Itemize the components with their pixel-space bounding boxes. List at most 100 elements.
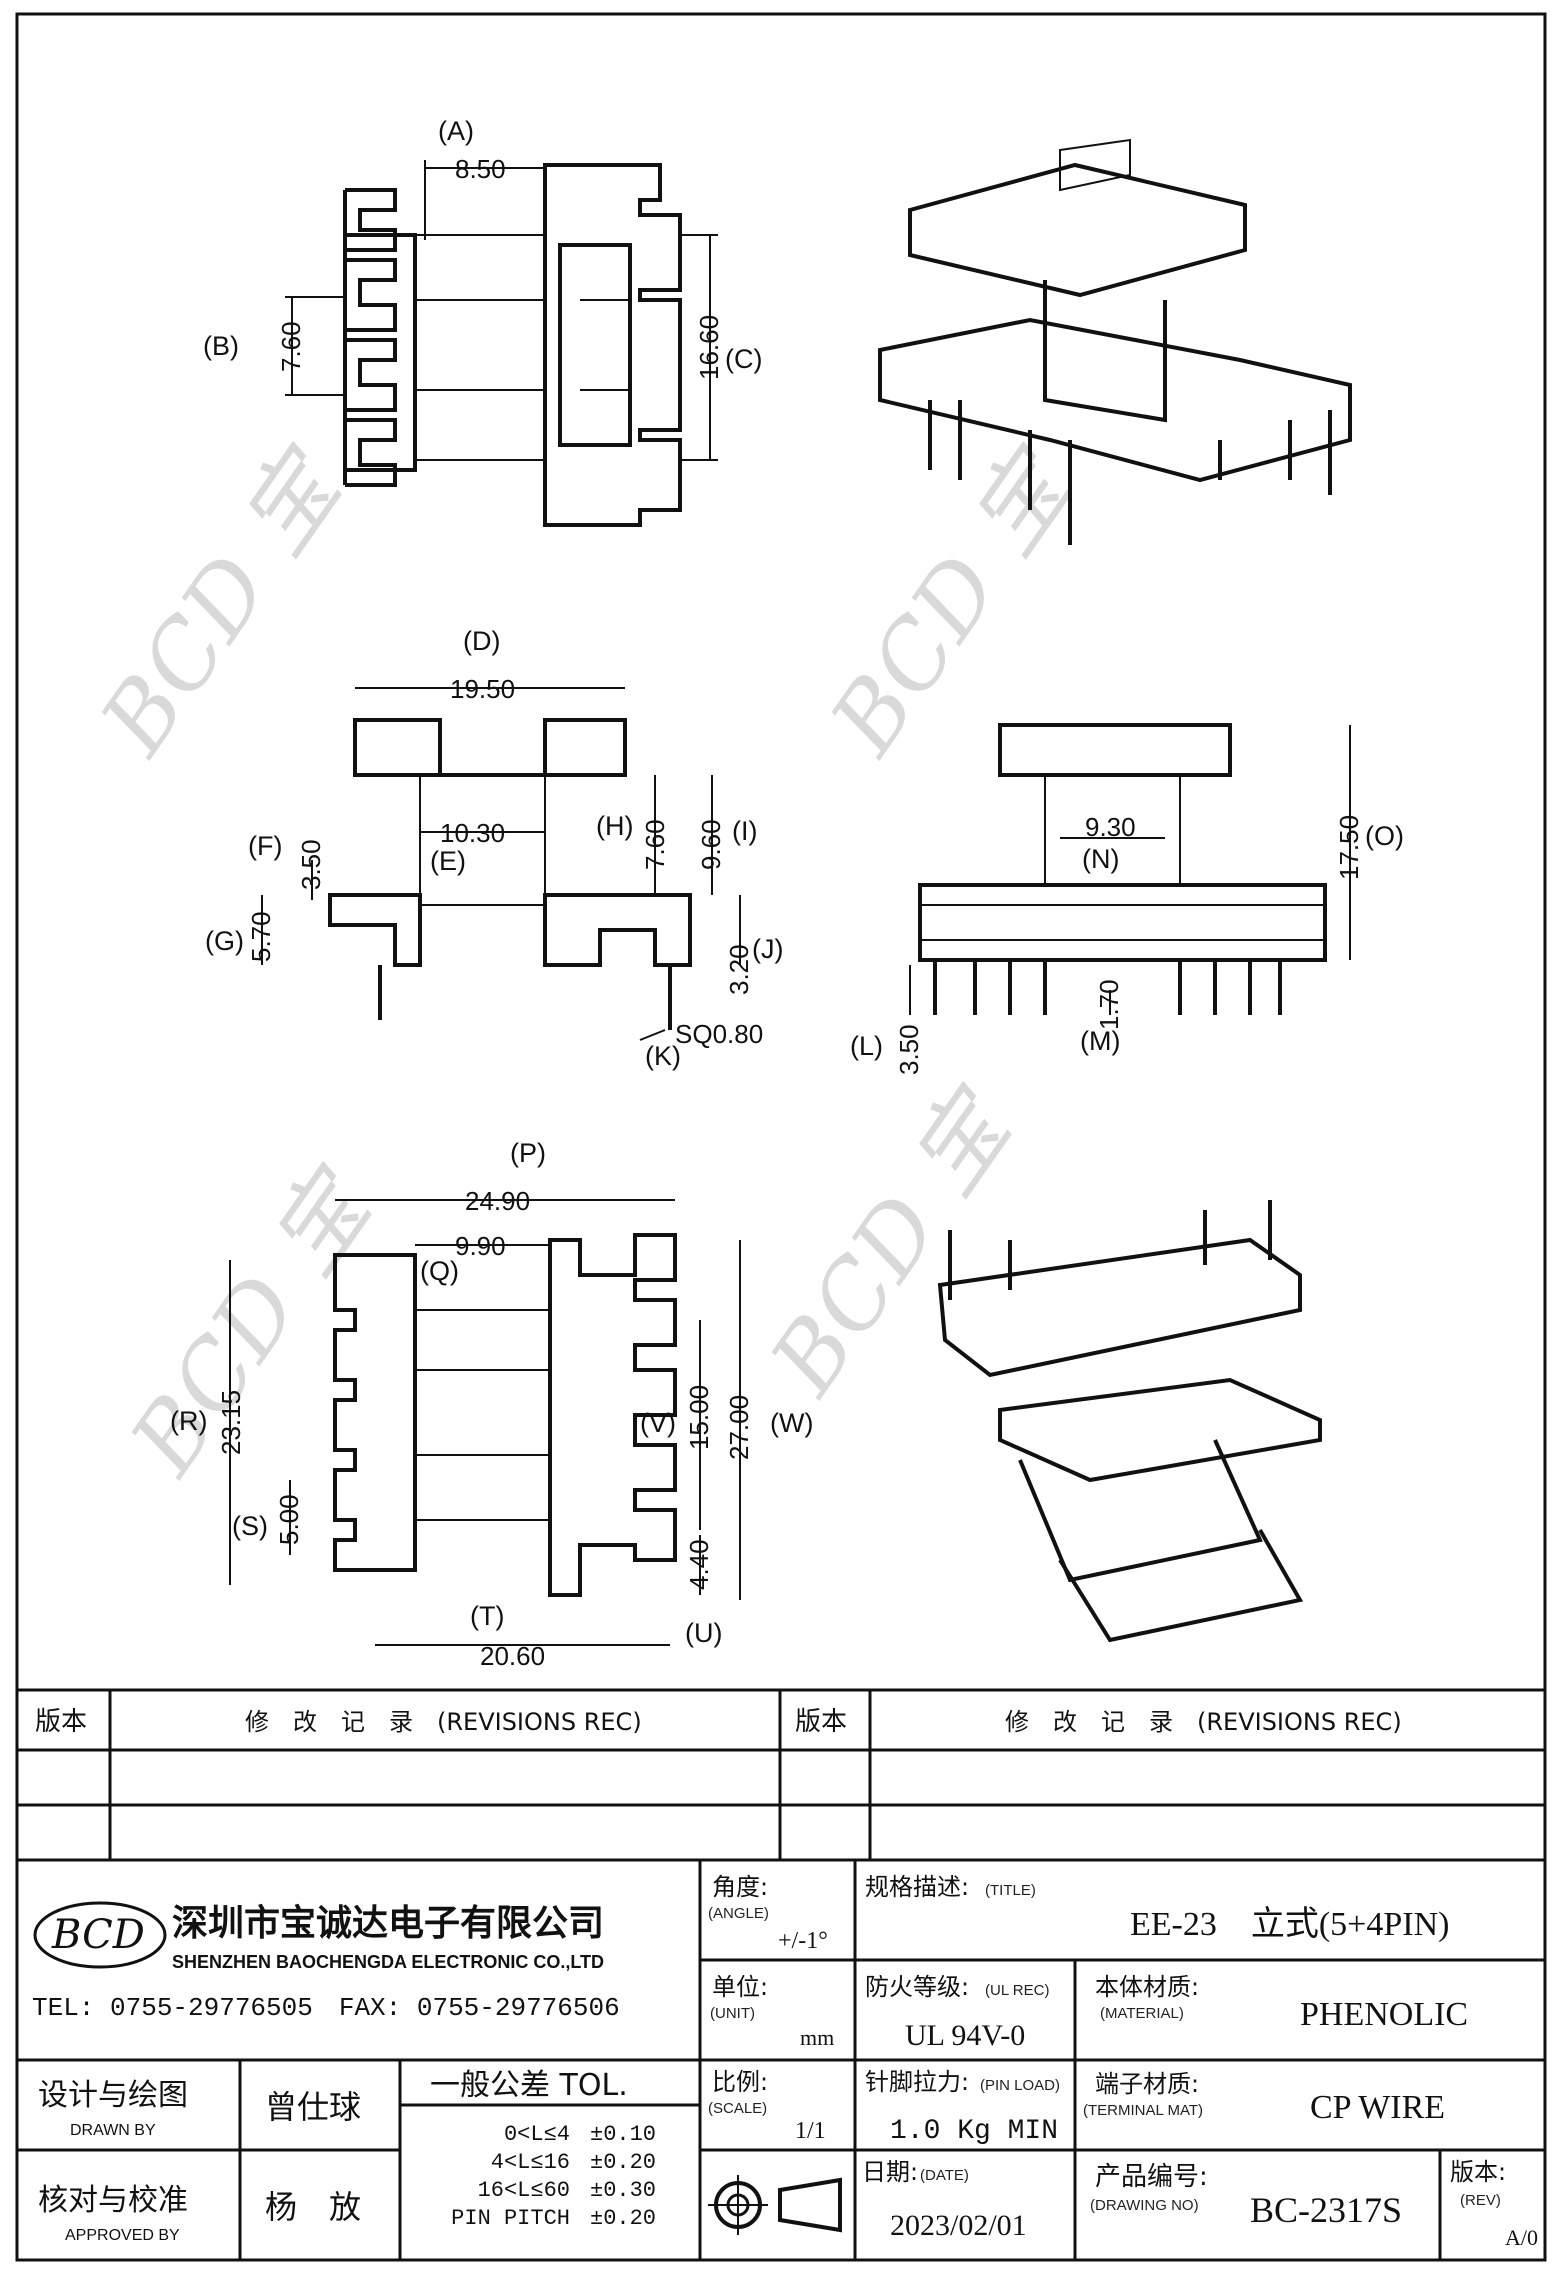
dim-P: 24.90	[465, 1186, 530, 1216]
top-view	[343, 163, 682, 527]
company-tel-fax: TEL: 0755-29776505 FAX: 0755-29776506	[32, 1993, 620, 2023]
dim-E: 10.30	[440, 818, 505, 848]
ul-label: 防火等级:	[865, 1973, 969, 2001]
angle-label-en: (ANGLE)	[708, 1905, 769, 1922]
iso-view-bottom	[937, 1200, 1322, 1643]
bottom-view-dims: (P) 24.90 9.90 (Q) (R) 23.15 (S) 5.00 (T…	[170, 1138, 813, 1671]
tol-range-2: 4<L≤16	[491, 2150, 570, 2175]
dim-J: 3.20	[724, 944, 754, 995]
dim-U: 4.40	[684, 1539, 714, 1590]
material-label-en: (MATERIAL)	[1100, 2005, 1184, 2022]
dim-letter-P: (P)	[510, 1138, 546, 1168]
rev-col-record-right: 修 改 记 录 (REVISIONS REC)	[1005, 1708, 1402, 1736]
title-value: EE-23 立式(5+4PIN)	[1130, 1905, 1449, 1943]
company-name-cn: 深圳市宝诚达电子有限公司	[172, 1903, 604, 1944]
company-block: BCD 深圳市宝诚达电子有限公司 SHENZHEN BAOCHENGDA ELE…	[32, 1901, 620, 2023]
title-label: 规格描述:	[865, 1873, 969, 1901]
side-view-dims: (D) 19.50 10.30 (E) (F) 3.50 (G) 5.70 (H…	[205, 626, 783, 1071]
tol-value-1: ±0.10	[590, 2122, 656, 2147]
dim-letter-M: (M)	[1080, 1026, 1120, 1056]
svg-text:BCD: BCD	[51, 1912, 145, 1958]
unit-label-en: (UNIT)	[710, 2005, 755, 2022]
drawn-value: 曾仕球	[265, 2088, 361, 2126]
dim-letter-I: (I)	[732, 816, 757, 846]
rev-label-en: (REV)	[1460, 2192, 1501, 2209]
front-view	[918, 723, 1327, 1015]
dim-F: 3.50	[296, 839, 326, 890]
dim-letter-Q: (Q)	[420, 1256, 459, 1286]
drawn-label: 设计与绘图	[38, 2078, 188, 2113]
dim-letter-B: (B)	[203, 331, 239, 361]
drawing-no-value: BC-2317S	[1250, 2190, 1402, 2230]
title-block	[17, 1860, 1545, 2260]
dim-D: 19.50	[450, 674, 515, 704]
ul-value: UL 94V-0	[905, 2019, 1025, 2052]
tolerance-list: 0<L≤4 ±0.10 4<L≤16 ±0.20 16<L≤60 ±0.30 P…	[451, 2122, 656, 2231]
rev-col-version-left: 版本	[35, 1707, 87, 1737]
dim-A: 8.50	[455, 154, 506, 184]
scale-label: 比例:	[712, 2068, 768, 2096]
dim-letter-T: (T)	[470, 1601, 504, 1631]
dim-K: SQ0.80	[675, 1019, 763, 1049]
svg-text:BCD 宝: BCD 宝	[809, 430, 1095, 775]
tol-value-2: ±0.20	[590, 2150, 656, 2175]
dim-O: 17.50	[1334, 815, 1364, 880]
dim-letter-K: (K)	[645, 1041, 681, 1071]
dim-Q: 9.90	[455, 1231, 506, 1261]
dim-S: 5.00	[274, 1494, 304, 1545]
projection-symbol-icon	[708, 2175, 842, 2235]
rev-label: 版本:	[1450, 2158, 1506, 2186]
terminal-label: 端子材质:	[1095, 2070, 1199, 2098]
bottom-view	[333, 1233, 677, 1597]
scale-value: 1/1	[795, 2118, 826, 2144]
dim-letter-J: (J)	[752, 934, 783, 964]
material-value: PHENOLIC	[1300, 1996, 1468, 2033]
pin-load-value: 1.0 Kg MIN	[890, 2116, 1058, 2147]
dim-letter-E: (E)	[430, 846, 466, 876]
pin-load-label-en: (PIN LOAD)	[980, 2077, 1060, 2094]
dim-letter-H: (H)	[596, 811, 633, 841]
dim-letter-S: (S)	[232, 1511, 268, 1541]
dim-G: 5.70	[246, 911, 276, 962]
sheet-border	[15, 12, 1547, 2262]
iso-view-top	[878, 138, 1352, 545]
dim-V: 15.00	[684, 1385, 714, 1450]
dim-letter-R: (R)	[170, 1406, 207, 1436]
tol-value-4: ±0.20	[590, 2206, 656, 2231]
tol-range-1: 0<L≤4	[504, 2122, 570, 2147]
company-name-en: SHENZHEN BAOCHENGDA ELECTRONIC CO.,LTD	[172, 1952, 604, 1972]
rev-value: A/0	[1505, 2225, 1538, 2250]
svg-text:BCD 宝: BCD 宝	[79, 430, 365, 775]
dim-L: 3.50	[894, 1024, 924, 1075]
dim-B: 7.60	[276, 321, 306, 372]
dim-letter-D: (D)	[463, 626, 500, 656]
dim-letter-F: (F)	[248, 831, 282, 861]
rev-col-version-right: 版本	[795, 1707, 847, 1737]
tol-value-3: ±0.30	[590, 2178, 656, 2203]
dim-letter-O: (O)	[1365, 821, 1404, 851]
approved-value: 杨 放	[265, 2188, 361, 2226]
drawing-no-label: 产品编号:	[1095, 2162, 1208, 2192]
dim-letter-C: (C)	[725, 344, 762, 374]
terminal-value: CP WIRE	[1310, 2089, 1445, 2126]
top-view-dims: (A) 8.50 (B) 7.60 (C) 16.60	[203, 116, 762, 461]
dim-W: 27.00	[724, 1395, 754, 1460]
rev-col-record-left: 修 改 记 录 (REVISIONS REC)	[245, 1708, 642, 1736]
dim-letter-G: (G)	[205, 926, 244, 956]
dim-H: 7.60	[640, 819, 670, 870]
dim-C: 16.60	[694, 315, 724, 380]
drawn-label-en: DRAWN BY	[70, 2122, 156, 2139]
dim-M: 1.70	[1094, 979, 1124, 1030]
approved-label: 核对与校准	[38, 2183, 188, 2218]
unit-value: mm	[800, 2025, 834, 2050]
angle-label: 角度:	[712, 1873, 768, 1901]
dim-letter-U: (U)	[685, 1618, 722, 1648]
dim-N: 9.30	[1085, 812, 1136, 842]
material-label: 本体材质:	[1095, 1973, 1199, 2001]
drawing-no-label-en: (DRAWING NO)	[1090, 2197, 1199, 2214]
ul-label-en: (UL REC)	[985, 1982, 1049, 1999]
scale-label-en: (SCALE)	[708, 2100, 767, 2117]
date-label: 日期:	[862, 2158, 918, 2186]
tolerance-title: 一般公差 TOL.	[430, 2068, 628, 2103]
